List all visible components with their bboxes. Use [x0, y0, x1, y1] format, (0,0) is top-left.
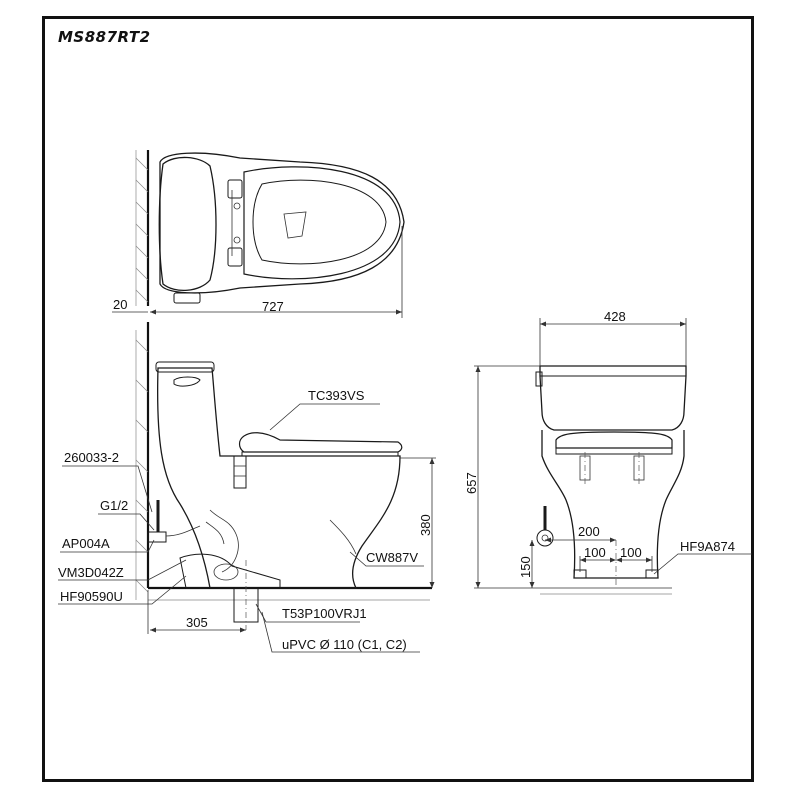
- tank-base-top: [173, 292, 201, 304]
- top-view: 20 727: [112, 150, 405, 318]
- supply-offset-label: 200: [578, 524, 600, 539]
- hinge-right-top: [227, 247, 243, 267]
- part-hf9a874-label: HF9A874: [680, 539, 735, 554]
- drawing-sheet: [42, 16, 754, 782]
- bowl-part-label: CW887V: [366, 550, 418, 565]
- rough-in-label: 305: [186, 615, 208, 630]
- seat-ring-side: [241, 451, 399, 457]
- width-label: 428: [604, 309, 626, 324]
- front-view: 428 657 150 200 100 100 HF9A874: [464, 309, 752, 595]
- toilet-side-body: [157, 367, 401, 589]
- seat-top: [243, 166, 401, 280]
- drain-flange: [179, 553, 281, 589]
- part-hf90590u-label: HF90590U: [60, 589, 123, 604]
- body-front: [541, 430, 685, 579]
- flush-lever-front: [535, 371, 543, 387]
- tank-lid-side: [155, 361, 215, 373]
- angle-valve: [147, 531, 167, 543]
- part-g12-label: G1/2: [100, 498, 128, 513]
- bolt-left-label: 100: [584, 545, 606, 560]
- tank-front: [539, 365, 687, 431]
- seat-ring-front: [555, 447, 673, 455]
- wall-gap-label: 20: [113, 297, 127, 312]
- part-vm3d042z-label: VM3D042Z: [58, 565, 124, 580]
- side-view: 380 305: [135, 322, 436, 634]
- toilet-outline-top: [159, 152, 405, 294]
- length-label: 727: [262, 299, 284, 314]
- height-label: 657: [464, 472, 479, 494]
- part-upvc-label: uPVC Ø 110 (C1, C2): [282, 637, 407, 652]
- tank-top: [158, 156, 217, 291]
- part-t53-label: T53P100VRJ1: [282, 606, 367, 621]
- side-callouts: TC393VS 260033-2 G1/2 AP004A VM3D042Z HF…: [58, 388, 424, 653]
- flush-button-side: [173, 376, 201, 387]
- part-ap004a-label: AP004A: [62, 536, 110, 551]
- seat-side: [238, 432, 403, 453]
- rim-height-label: 380: [418, 514, 433, 536]
- bowl-opening-top: [252, 179, 387, 265]
- hinge-left-top: [227, 179, 243, 199]
- bolt-right-label: 100: [620, 545, 642, 560]
- bowl-drain-top: [283, 211, 307, 239]
- trapway-side: [205, 509, 239, 573]
- part-260033-label: 260033-2: [64, 450, 119, 465]
- bowl-curve-side: [329, 519, 357, 555]
- seat-front: [555, 431, 673, 449]
- seat-part-label: TC393VS: [308, 388, 365, 403]
- supply-height-label: 150: [518, 556, 533, 578]
- model-title: MS887RT2: [58, 28, 151, 46]
- seat-bolt-side: [233, 455, 247, 489]
